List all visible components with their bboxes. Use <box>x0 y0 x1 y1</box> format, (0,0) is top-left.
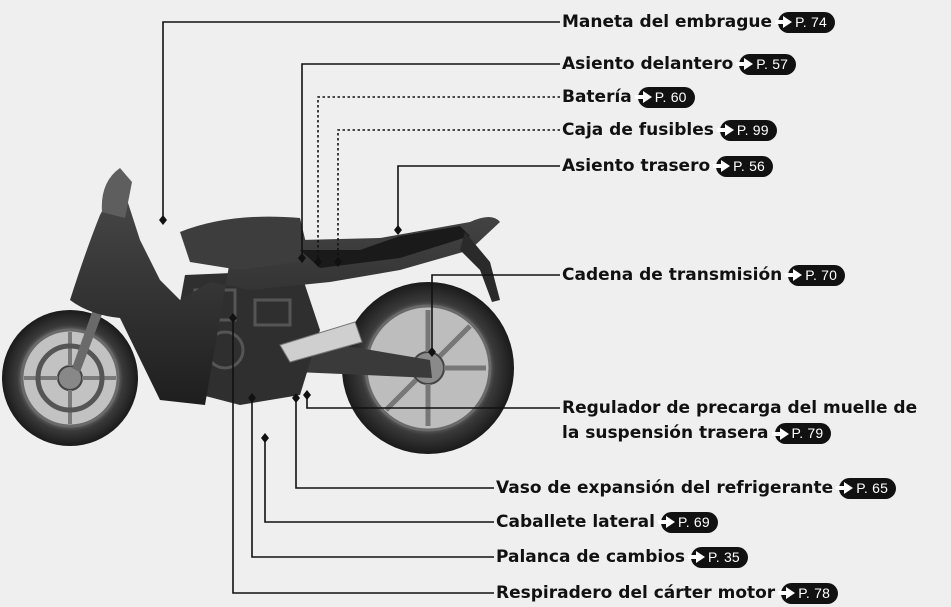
page-reference-text: P. 79 <box>791 425 824 441</box>
leader-line-gearshift-pedal <box>251 398 494 558</box>
page-reference-text: P. 57 <box>756 56 789 72</box>
callout-label: Maneta del embrague <box>562 12 773 32</box>
page-reference-badge[interactable]: P. 65 <box>836 477 897 499</box>
leader-line-rear-suspension-preload <box>306 395 560 409</box>
page-reference-text: P. 60 <box>654 89 687 105</box>
arrow-right-icon <box>713 160 731 172</box>
pointer-marker-crankcase-breather <box>229 313 237 323</box>
page-reference-text: P. 56 <box>733 158 766 174</box>
callout-label: Vaso de expansión del refrigerante <box>496 478 834 498</box>
page-reference-badge[interactable]: P. 74 <box>775 11 835 33</box>
pointer-marker-battery <box>314 257 322 267</box>
fairing <box>70 178 500 405</box>
page-reference-badge[interactable]: P. 70 <box>785 264 846 286</box>
leader-line-rear-seat <box>397 165 560 230</box>
tail <box>460 232 500 302</box>
callout-gearshift-pedal: Palanca de cambios P. 35 <box>496 545 748 569</box>
windscreen <box>101 168 132 218</box>
callout-battery: Batería P. 60 <box>562 85 695 109</box>
page-reference-text: P. 35 <box>708 549 740 565</box>
page-reference-badge[interactable]: P. 60 <box>634 86 695 108</box>
callout-label: Asiento delantero <box>562 54 734 74</box>
page-reference-text: P. 74 <box>795 14 827 30</box>
callout-label: Respiradero del cárter motor <box>496 583 776 603</box>
page-reference-text: P. 78 <box>798 585 831 601</box>
arrow-right-icon <box>775 16 793 28</box>
callout-label: Caballete lateral <box>496 512 655 532</box>
pointer-marker-side-stand <box>261 433 269 443</box>
callout-label: Cadena de transmisión <box>562 265 783 285</box>
callout-clutch-lever: Maneta del embrague P. 74 <box>562 10 835 34</box>
callout-label: Batería <box>562 87 632 107</box>
pointer-marker-front-seat <box>298 253 306 263</box>
pointer-marker-rear-suspension-preload <box>303 390 311 400</box>
pointer-marker-gearshift-pedal <box>248 393 256 403</box>
page-reference-text: P. 69 <box>678 514 710 530</box>
page-reference-text: P. 65 <box>856 480 889 496</box>
arrow-right-icon <box>736 58 754 70</box>
leader-line-battery <box>317 96 560 262</box>
arrow-right-icon <box>785 269 803 281</box>
seat <box>300 226 470 268</box>
leader-line-front-seat <box>301 63 560 258</box>
page-reference-badge[interactable]: P. 35 <box>688 546 748 568</box>
front-wheel <box>2 310 138 446</box>
exhaust <box>279 321 363 363</box>
callout-drive-chain: Cadena de transmisión P. 70 <box>562 263 846 287</box>
pointer-marker-drive-chain <box>428 347 436 357</box>
arrow-right-icon <box>771 427 789 440</box>
callout-front-seat: Asiento delantero P. 57 <box>562 52 797 76</box>
page-reference-badge[interactable]: P. 99 <box>716 119 777 141</box>
arrow-right-icon <box>634 91 652 103</box>
page-reference-badge[interactable]: P. 79 <box>771 423 832 444</box>
page-reference-badge[interactable]: P. 69 <box>658 511 718 533</box>
pointer-marker-rear-seat <box>394 225 402 235</box>
callout-rear-seat: Asiento trasero P. 56 <box>562 154 774 178</box>
arrow-right-icon <box>658 516 675 528</box>
arrow-right-icon <box>688 551 706 563</box>
page-reference-text: P. 70 <box>805 267 838 283</box>
arrow-right-icon <box>836 482 854 494</box>
page-reference-badge[interactable]: P. 57 <box>736 53 797 75</box>
callout-label: Asiento trasero <box>562 156 711 176</box>
callout-crankcase-breather: Respiradero del cárter motor P. 78 <box>496 581 839 605</box>
callout-label-line2: la suspensión trasera <box>562 423 769 443</box>
callout-label: Palanca de cambios <box>496 547 686 567</box>
leader-line-clutch-lever <box>162 21 560 220</box>
arrow-right-icon <box>778 587 796 599</box>
leader-line-drive-chain <box>431 274 560 352</box>
page-reference-badge[interactable]: P. 78 <box>778 582 839 604</box>
leader-line-side-stand <box>264 438 494 523</box>
callout-fuse-box: Caja de fusibles P. 99 <box>562 118 777 142</box>
arrow-right-icon <box>716 124 734 136</box>
leader-line-crankcase-breather <box>232 318 494 594</box>
page-reference-text: P. 99 <box>736 122 769 138</box>
callout-coolant-reserve: Vaso de expansión del refrigerante P. 65 <box>496 476 897 500</box>
pointer-marker-coolant-reserve <box>292 393 300 403</box>
callout-side-stand: Caballete lateral P. 69 <box>496 510 718 534</box>
callout-label: Caja de fusibles <box>562 120 714 140</box>
pointer-marker-fuse-box <box>334 257 342 267</box>
leader-line-coolant-reserve <box>295 398 494 489</box>
page-reference-badge[interactable]: P. 56 <box>713 155 774 177</box>
callout-label-line1: Regulador de precarga del muelle de <box>562 398 918 418</box>
fuel-tank <box>180 216 310 270</box>
pointer-marker-clutch-lever <box>159 215 167 225</box>
leader-line-fuse-box <box>337 129 560 262</box>
callout-rear-suspension-preload: Regulador de precarga del muelle de la su… <box>562 396 917 446</box>
